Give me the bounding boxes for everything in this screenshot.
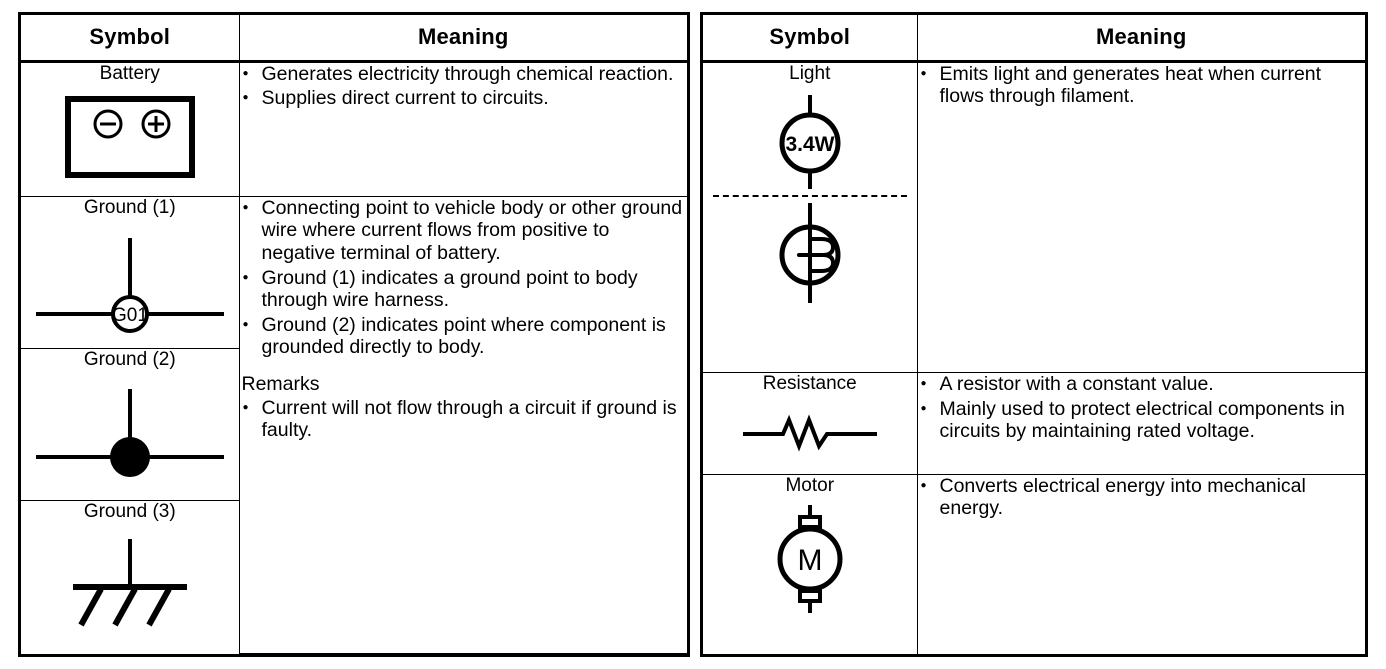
symbol-cell-light: Light 3.4W [703,60,918,374]
header-symbol-right: Symbol [703,15,918,63]
table-left: Symbol Meaning Battery [21,15,688,655]
bullet-item: Current will not flow through a circuit … [240,397,688,442]
symbol-label-ground-1: Ground (1) [83,196,176,218]
bullet-list-ground: Connecting point to vehicle body or othe… [240,197,688,359]
ground-3-icon [72,539,187,627]
ground-2-icon [35,389,224,478]
header-meaning-left: Meaning [238,15,687,63]
bullet-item: A resistor with a constant value. [918,373,1366,396]
symbol-label-battery: Battery [99,62,160,84]
header-meaning-right: Meaning [916,15,1365,63]
ground-1-code: G01 [112,305,148,326]
remarks-title: Remarks [241,373,320,396]
table-row-ground-1: Ground (1) G01 Connecting point to vehic… [21,195,687,655]
bullet-item: Ground (1) indicates a ground point to b… [240,267,688,312]
symbol-cell-resistance: Resistance [703,372,918,475]
bullet-item: Ground (2) indicates point where compone… [240,314,688,359]
symbol-table-left: Symbol Meaning Battery [18,12,690,657]
symbol-cell-ground-1: Ground (1) G01 [21,195,240,349]
table-row-motor: Motor M Converts electrical energy into … [703,473,1366,654]
lamp-wattage: 3.4W [785,133,834,156]
meaning-cell-light: Emits light and generates heat when curr… [916,60,1366,374]
meaning-cell-motor: Converts electrical energy into mechanic… [916,473,1366,654]
bullet-item: Emits light and generates heat when curr… [918,63,1366,108]
meaning-cell-battery: Generates electricity through chemical r… [238,60,688,197]
symbol-divider-dashed [713,195,907,198]
symbol-label-ground-3: Ground (3) [83,500,176,522]
symbol-table-right: Symbol Meaning Light 3.4W [700,12,1368,657]
table-row-light: Light 3.4W [703,60,1366,374]
bullet-item: Mainly used to protect electrical compon… [918,398,1366,443]
table-row-battery: Battery Generates electricity through ch… [21,60,688,197]
bullet-list-motor: Converts electrical energy into mechanic… [918,475,1366,520]
table-header-row: Symbol Meaning [703,15,1365,63]
symbol-cell-ground-3: Ground (3) [21,499,239,654]
motor-letter: M [797,544,822,577]
symbol-label-light: Light [789,62,831,84]
table-header-row: Symbol Meaning [21,15,687,63]
symbol-cell-ground-2: Ground (2) [21,347,239,501]
motor-icon: M [777,505,843,614]
lamp-icon: 3.4W [779,95,841,190]
symbol-label-motor: Motor [785,474,835,496]
resistor-icon [742,414,877,452]
lamp-filament-icon [779,203,841,304]
ground-1-icon: G01 [35,237,224,333]
battery-icon [64,96,195,179]
bullet-item: Connecting point to vehicle body or othe… [240,197,688,265]
meaning-cell-resistance: A resistor with a constant value. Mainly… [916,372,1366,475]
symbol-cell-battery: Battery [21,60,240,197]
table-row-resistance: Resistance A resistor with a constant va… [703,372,1366,475]
bullet-list-remarks: Current will not flow through a circuit … [240,397,688,442]
table-right: Symbol Meaning Light 3.4W [703,15,1365,654]
symbol-label-resistance: Resistance [762,373,857,395]
symbol-label-ground-2: Ground (2) [83,348,176,370]
symbol-cell-motor: Motor M [703,473,918,654]
bullet-list-resistance: A resistor with a constant value. Mainly… [918,373,1366,443]
bullet-list-battery: Generates electricity through chemical r… [240,63,688,110]
bullet-item: Generates electricity through chemical r… [240,63,688,86]
table-row-ground-3: Ground (3) [21,499,687,654]
bullet-item: Supplies direct current to circuits. [240,87,688,110]
meaning-cell-ground-merged: Connecting point to vehicle body or othe… [238,195,688,655]
bullet-list-light: Emits light and generates heat when curr… [918,63,1366,108]
header-symbol-left: Symbol [21,15,240,63]
table-row-ground-2: Ground (2) [21,347,687,501]
bullet-item: Converts electrical energy into mechanic… [918,475,1366,520]
